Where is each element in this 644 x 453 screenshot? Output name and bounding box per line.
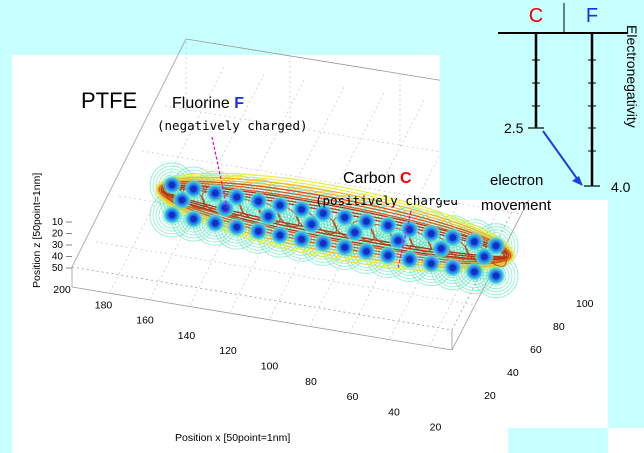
atom-core <box>233 193 240 201</box>
atom-core <box>363 248 370 255</box>
carbon-note: (positively charged <box>315 193 458 208</box>
x-tick-label: 60 <box>347 391 359 403</box>
fluorine-annotation: Fluorine F <box>172 95 244 112</box>
corner-white-patch <box>608 428 644 453</box>
atom-core <box>190 215 197 223</box>
atom-core <box>406 256 413 263</box>
atom-core <box>406 226 413 233</box>
atom-core <box>384 222 392 229</box>
y-tick-label: 40 <box>507 367 519 379</box>
atom-core <box>212 189 219 197</box>
backbone-contour <box>160 185 510 260</box>
x-tick-label: 160 <box>136 315 154 327</box>
x-tick-label: 100 <box>261 361 279 373</box>
atom-core <box>168 181 176 189</box>
atom-core <box>276 202 284 209</box>
x-tick-label: 140 <box>178 330 196 342</box>
atom-core <box>341 244 348 251</box>
atom-core <box>394 237 402 244</box>
fluorine-pointer <box>211 136 229 213</box>
carbon-symbol: C <box>400 170 412 187</box>
x-tick-label: 200 <box>53 284 71 296</box>
electronegativity-panel <box>440 28 644 200</box>
carbon-value: 2.5 <box>504 120 524 136</box>
z-tick-label: 40 <box>52 252 64 263</box>
atom-core <box>178 196 186 204</box>
y-tick-label: 20 <box>484 390 496 402</box>
atom-core <box>233 223 240 231</box>
atom-core <box>341 214 348 221</box>
atom-core <box>438 245 445 252</box>
z-tick-label: 20 <box>52 229 64 240</box>
plot-title: PTFE <box>81 88 137 113</box>
scale-carbon <box>528 33 544 129</box>
atom-core <box>212 219 219 227</box>
ptfe-molecule-contours <box>149 162 519 299</box>
z-tick-label: 50 <box>52 263 64 274</box>
x-axis-label: Position x [50point=1nm] <box>175 432 290 444</box>
atom-core <box>492 242 500 249</box>
backbone-contour <box>155 172 515 273</box>
header-carbon: C <box>529 5 543 27</box>
atom-core <box>492 272 500 279</box>
z-tick-label: 30 <box>52 240 64 251</box>
atom-core <box>449 264 456 271</box>
atom-core <box>481 253 488 260</box>
atom-core <box>308 221 315 228</box>
atom-core <box>428 260 435 267</box>
atom-core <box>320 210 327 217</box>
atom-core <box>428 230 435 237</box>
header-fluorine: F <box>586 5 598 27</box>
backbone-contour <box>162 186 508 259</box>
x-tick-label: 80 <box>305 376 317 388</box>
atom-core <box>351 229 358 236</box>
movement-line-2: movement <box>481 197 552 214</box>
y-tick-label: 100 <box>576 298 594 310</box>
x-tick-label: 180 <box>95 299 113 311</box>
electron-movement-arrow <box>542 130 583 186</box>
x-tick-label: 20 <box>430 422 442 434</box>
atom-core <box>363 218 370 225</box>
z-axis-label: Position z [50point=1nm] <box>31 173 43 288</box>
fluorine-word: Fluorine <box>172 95 230 112</box>
x-axis-ticks: 200 180 160 140 120 100 80 60 40 20 <box>53 284 441 434</box>
atom-core <box>298 236 305 243</box>
movement-line-1: electron <box>490 172 543 189</box>
backbone-contour <box>156 176 514 269</box>
fluorine-note: (negatively charged) <box>157 118 308 133</box>
atom-core <box>190 185 197 193</box>
x-tick-label: 120 <box>219 345 237 357</box>
atom-core <box>255 228 262 235</box>
z-tick-label: 10 <box>52 217 64 228</box>
y-axis-ticks: 100 80 60 40 20 <box>484 298 594 402</box>
atom-core <box>471 268 478 275</box>
fluorine-value: 4.0 <box>611 179 631 195</box>
y-tick-label: 60 <box>530 344 542 356</box>
scale-fluorine <box>584 33 600 187</box>
atom-core <box>255 198 262 205</box>
atom-core <box>320 240 327 247</box>
atom-core <box>449 234 456 241</box>
atom-core <box>168 211 176 219</box>
electronegativity-label: Electronegativity <box>624 25 640 128</box>
atom-core <box>265 213 272 220</box>
atom-core <box>298 206 305 213</box>
fluorine-symbol: F <box>234 95 244 112</box>
atom-core <box>384 252 392 259</box>
carbon-annotation: Carbon C <box>343 170 412 187</box>
atom-core <box>276 232 284 239</box>
carbon-word: Carbon <box>343 170 395 187</box>
x-tick-label: 40 <box>388 406 400 418</box>
electron-movement-label: electron movement <box>481 172 552 214</box>
y-tick-label: 80 <box>553 321 565 333</box>
atom-core <box>471 238 478 245</box>
